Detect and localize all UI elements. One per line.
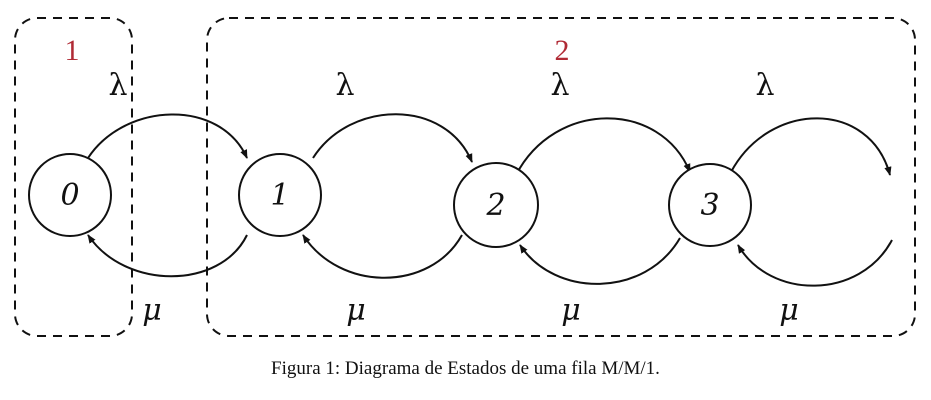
group-box-1 (14, 17, 133, 337)
service-arc-3-2 (519, 237, 681, 285)
service-arc-2-1 (302, 234, 463, 279)
group-box-2 (206, 17, 916, 337)
arrival-arc-2-3 (515, 117, 691, 176)
group-label-1: 1 (65, 34, 80, 67)
service-arc-next-3 (737, 239, 893, 287)
arrival-arc-3-next (730, 117, 892, 176)
arrival-arc-1-2 (312, 113, 473, 163)
arrival-rate-label-0: λ (108, 68, 127, 103)
figure-caption: Figura 1: Diagrama de Estados de uma fil… (271, 358, 660, 379)
state-label-1: 1 (270, 178, 289, 213)
service-rate-label-2: μ (561, 293, 581, 328)
state-label-2: 2 (485, 188, 505, 223)
arrival-rate-label-3: λ (755, 68, 774, 103)
state-label-3: 3 (700, 188, 719, 223)
state-node-3 (668, 163, 752, 247)
state-label-0: 0 (60, 178, 79, 213)
state-node-2 (453, 162, 539, 248)
group-label-2: 2 (555, 34, 570, 67)
service-rate-label-1: μ (346, 293, 366, 328)
state-node-1 (238, 153, 322, 237)
service-rate-label-3: μ (779, 293, 799, 328)
arrival-arc-0-1 (87, 113, 248, 159)
service-rate-label-0: μ (142, 293, 162, 328)
arrival-rate-label-2: λ (550, 68, 569, 103)
service-arc-1-0 (87, 234, 248, 278)
arrival-rate-label-1: λ (335, 68, 354, 103)
state-node-0 (28, 153, 112, 237)
